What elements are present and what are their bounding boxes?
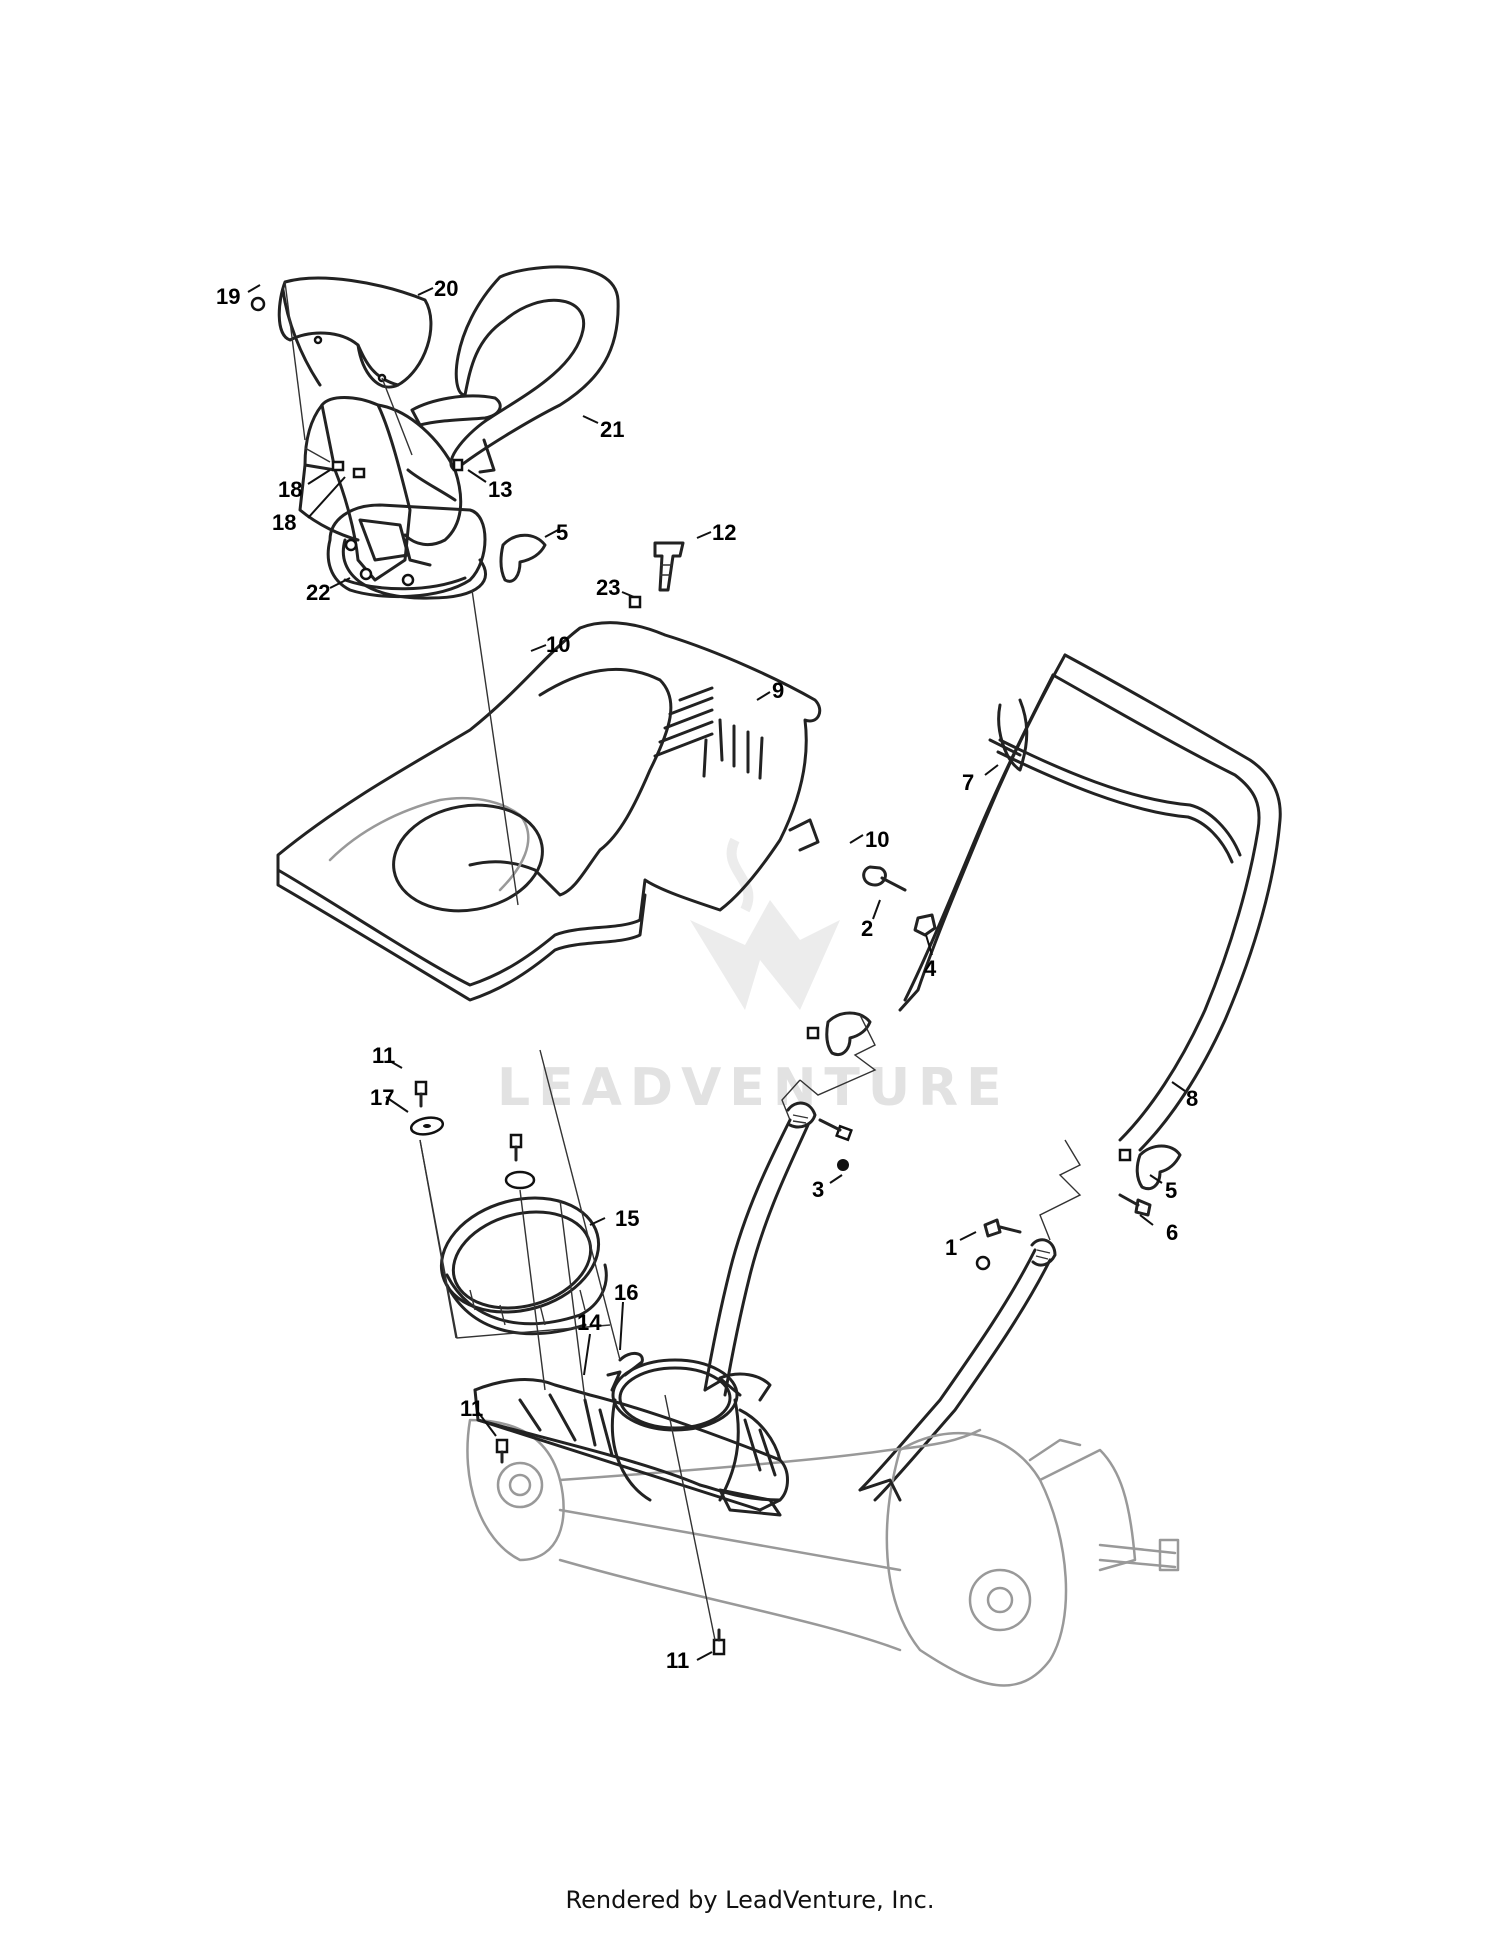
callout-11-housing-left[interactable]: 11 [460,1396,483,1421]
callout-1[interactable]: 1 [945,1235,957,1260]
callout-15[interactable]: 15 [615,1206,639,1231]
discharge-chute[interactable] [298,396,487,600]
callout-18-lower[interactable]: 18 [272,510,296,535]
hex-screws-chute[interactable] [250,296,464,479]
upper-handle[interactable] [898,653,1282,1152]
washer-17[interactable] [409,1115,445,1136]
chute-base-flange[interactable] [326,503,487,599]
callout-5-chute[interactable]: 5 [556,520,568,545]
carriage-bolt-2[interactable] [862,865,907,892]
auger-housing[interactable] [466,1358,1180,1687]
hardware-18a [304,447,331,463]
assembly-bracket-left [799,1014,877,1096]
callout-labels: 19 20 21 18 18 13 5 22 12 23 10 9 7 10 2… [216,276,1198,1673]
watermark-logo [690,837,840,1010]
carriage-bolt-1[interactable] [975,1218,1022,1271]
bolt-11-left[interactable] [495,1438,509,1464]
callout-12[interactable]: 12 [712,520,736,545]
lock-nut-4[interactable] [913,913,937,937]
callout-6[interactable]: 6 [1166,1220,1178,1245]
watermark-text: LEADVENTURE [497,1058,1010,1118]
callout-4[interactable]: 4 [924,956,937,981]
washer-ring-center[interactable] [504,1133,536,1190]
bolt-11-top[interactable] [414,1080,428,1108]
callout-22[interactable]: 22 [306,580,330,605]
callout-leaders [247,284,1186,1661]
callout-9[interactable]: 9 [772,678,784,703]
assembly-bracket-left-2 [781,1079,801,1121]
push-rivet[interactable] [653,541,685,592]
callout-11-ring-bolt[interactable]: 11 [372,1043,395,1068]
wing-knob-chute[interactable] [499,533,547,583]
screw-23[interactable] [628,595,642,609]
hex-bolt-3[interactable] [818,1118,853,1171]
lower-handle-left[interactable] [703,1101,817,1397]
callout-19[interactable]: 19 [216,284,240,309]
callout-23[interactable]: 23 [596,575,620,600]
callout-14[interactable]: 14 [577,1310,602,1335]
callout-13[interactable]: 13 [488,477,512,502]
callout-7[interactable]: 7 [962,770,974,795]
callout-17[interactable]: 17 [370,1085,394,1110]
callout-8[interactable]: 8 [1186,1086,1198,1111]
bolt-11-bottom[interactable] [712,1628,726,1656]
callout-11-housing-bottom[interactable]: 11 [666,1648,689,1673]
wing-knob-left-handle[interactable] [806,1011,872,1056]
callout-3[interactable]: 3 [812,1177,824,1202]
callout-20[interactable]: 20 [434,276,458,301]
callout-21[interactable]: 21 [600,417,624,442]
callout-18-upper[interactable]: 18 [278,477,302,502]
hex-bolt-6[interactable] [1118,1193,1152,1217]
chute-deflector[interactable] [277,276,433,389]
chute-handle[interactable] [410,265,620,474]
callout-10-upper[interactable]: 10 [546,632,570,657]
shroud-cover[interactable] [276,621,822,1002]
wing-knob-right-handle[interactable] [1118,1144,1182,1191]
callout-2[interactable]: 2 [861,916,873,941]
assembly-lines [284,281,716,1641]
callout-5-handle[interactable]: 5 [1165,1178,1177,1203]
assembly-bracket-right [1039,1139,1082,1241]
callout-10-lower[interactable]: 10 [865,827,889,852]
callout-16[interactable]: 16 [614,1280,638,1305]
footer-credit: Rendered by LeadVenture, Inc. [565,1886,935,1914]
lower-handle-right[interactable] [858,1238,1057,1502]
